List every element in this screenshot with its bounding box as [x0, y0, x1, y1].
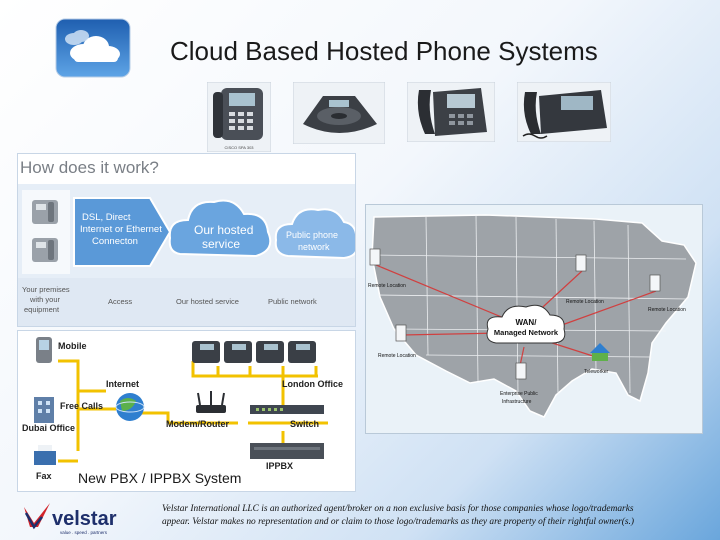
- label-fax: Fax: [36, 471, 52, 481]
- wan-label-2: Managed Network: [494, 328, 559, 337]
- arrow-line-3: Connecton: [92, 236, 138, 247]
- hosted-service-cloud-icon: [168, 199, 272, 258]
- fax-machine-icon: [34, 445, 56, 465]
- hosted-cloud-line-2: service: [202, 237, 240, 251]
- remote-label-2: Remote Location: [566, 299, 604, 305]
- label-premises-3: equipment: [24, 305, 60, 314]
- how-it-works-panel: How does it work? DSL, Direct Internet o…: [17, 153, 356, 327]
- label-modem-router: Modem/Router: [166, 419, 229, 429]
- label-internet: Internet: [106, 379, 139, 389]
- hosted-cloud-line-1: Our hosted: [194, 223, 253, 237]
- label-public: Public network: [268, 297, 317, 306]
- label-access: Access: [108, 297, 132, 306]
- wan-label-1: WAN/: [516, 318, 538, 327]
- globe-icon: [115, 393, 145, 421]
- public-cloud-line-2: network: [298, 242, 330, 252]
- phone-caption: CISCO SPA 303: [224, 145, 254, 150]
- server-icon: [369, 248, 381, 266]
- remote-label-1: Remote Location: [368, 283, 406, 289]
- page-title: Cloud Based Hosted Phone Systems: [170, 36, 598, 66]
- wan-cloud-icon: [486, 304, 566, 344]
- velstar-logo: velstar value . speed . partners: [24, 503, 117, 535]
- label-dubai-office: Dubai Office: [22, 423, 75, 433]
- label-premises-2: with your: [29, 295, 61, 304]
- desk-phone-icon: [32, 200, 58, 224]
- arrow-line-2: Internet or Ethernet: [80, 224, 162, 235]
- conference-phone-image: [293, 82, 385, 144]
- cloud-logo-icon: [55, 18, 131, 78]
- public-network-cloud-icon: [274, 208, 355, 260]
- pbx-system-panel: Mobile Internet London Office Free Calls…: [17, 330, 356, 492]
- server-icon-2: [575, 254, 587, 272]
- how-it-works-heading: How does it work?: [20, 158, 159, 177]
- server-icon-3: [649, 274, 661, 292]
- network-switch-icon: [250, 405, 324, 414]
- label-mobile: Mobile: [58, 341, 87, 351]
- arrow-line-1: DSL, Direct: [82, 212, 131, 223]
- house-icon: [590, 343, 610, 361]
- mobile-phone-icon: [36, 337, 52, 363]
- label-hosted: Our hosted service: [176, 297, 239, 306]
- ip-phone-2-image: [407, 82, 495, 142]
- label-premises-1: Your premises: [22, 285, 70, 294]
- desk-phone-icon-2: [32, 238, 58, 262]
- enterprise-label-1: Enterprise Public: [500, 391, 538, 397]
- ip-phone-3-image: [517, 82, 611, 142]
- ippbx-server-icon: [250, 443, 324, 459]
- footer-line-2: appear. Velstar makes no representation …: [162, 517, 634, 527]
- teleworker-label: Teleworker: [584, 369, 609, 375]
- router-icon: [196, 391, 226, 413]
- footer-line-1: Velstar International LLC is an authoriz…: [162, 504, 634, 514]
- label-london-office: London Office: [282, 379, 343, 389]
- network-map-panel: WAN/ Managed Network Remote Location Rem…: [365, 204, 703, 434]
- logo-tagline: value . speed . partners: [60, 530, 108, 535]
- enterprise-label-2: Infrastructure: [502, 399, 532, 405]
- label-switch: Switch: [290, 419, 319, 429]
- footer-disclaimer: Velstar International LLC is an authoriz…: [162, 503, 702, 529]
- pbx-system-title: New PBX / IPPBX System: [78, 470, 241, 486]
- server-icon-5: [515, 362, 527, 380]
- label-free-calls: Free Calls: [60, 401, 103, 411]
- ip-phone-1-image: CISCO SPA 303: [207, 82, 271, 152]
- public-cloud-line-1: Public phone: [286, 230, 338, 240]
- server-icon-4: [395, 324, 407, 342]
- remote-label-3: Remote Location: [648, 307, 686, 313]
- remote-label-4: Remote Location: [378, 353, 416, 359]
- label-ippbx: IPPBX: [266, 461, 293, 471]
- office-building-icon: [34, 397, 54, 423]
- logo-brand: velstar: [52, 508, 117, 530]
